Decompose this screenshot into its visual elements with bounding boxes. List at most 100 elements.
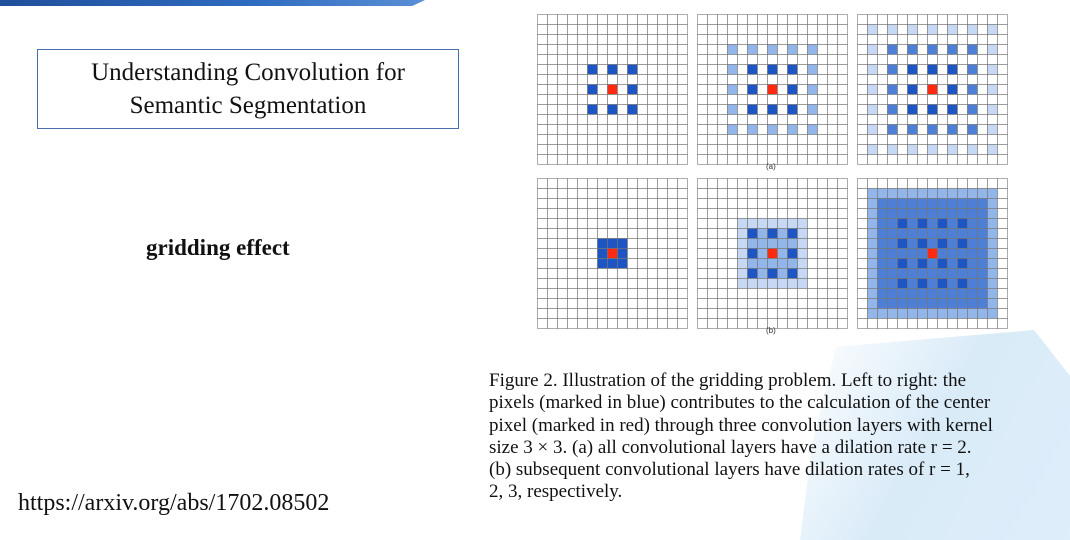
contributing-pixel: [877, 258, 888, 269]
grid-cell: [627, 298, 638, 309]
grid-cell: [997, 64, 1008, 75]
contributing-pixel: [967, 248, 978, 259]
grid-cell: [917, 178, 928, 189]
contributing-pixel: [867, 288, 878, 299]
grid-cell: [967, 94, 978, 105]
grid-cell: [777, 188, 788, 199]
grid-cell: [647, 228, 658, 239]
grid-cell: [857, 14, 868, 25]
grid-cell: [727, 94, 738, 105]
grid-cell: [817, 154, 828, 165]
grid-cell: [837, 308, 848, 319]
contributing-pixel: [917, 228, 928, 239]
grid-cell: [867, 14, 878, 25]
contributing-pixel: [947, 288, 958, 299]
grid-cell: [547, 64, 558, 75]
grid-cell: [567, 318, 578, 329]
contributing-pixel: [787, 44, 798, 55]
grid-cell: [817, 198, 828, 209]
grid-cell: [797, 24, 808, 35]
grid-cell: [997, 268, 1008, 279]
grid-cell: [937, 94, 948, 105]
grid-cell: [667, 268, 678, 279]
grid-cell: [697, 248, 708, 259]
grid-cell: [557, 74, 568, 85]
contributing-pixel: [877, 228, 888, 239]
contributing-pixel: [987, 44, 998, 55]
contributing-pixel: [967, 188, 978, 199]
grid-cell: [547, 54, 558, 65]
grid-cell: [697, 104, 708, 115]
grid-cell: [837, 218, 848, 229]
contributing-pixel: [737, 258, 748, 269]
grid-cell: [757, 34, 768, 45]
grid-cell: [667, 218, 678, 229]
contributing-pixel: [967, 218, 978, 229]
grid-cell: [747, 308, 758, 319]
contributing-pixel: [967, 208, 978, 219]
grid-cell: [677, 228, 688, 239]
grid-cell: [967, 134, 978, 145]
grid-cell: [637, 288, 648, 299]
contributing-pixel: [867, 278, 878, 289]
grid-cell: [877, 114, 888, 125]
grid-cell: [607, 208, 618, 219]
grid-cell: [647, 268, 658, 279]
grid-cell: [807, 74, 818, 85]
grid-cell: [857, 144, 868, 155]
grid-cell: [767, 34, 778, 45]
grid-cell: [997, 74, 1008, 85]
grid-cell: [877, 34, 888, 45]
grid-cell: [817, 188, 828, 199]
grid-cell: [717, 74, 728, 85]
grid-cell: [567, 228, 578, 239]
grid-cell: [557, 198, 568, 209]
grid-cell: [607, 74, 618, 85]
grid-cell: [997, 144, 1008, 155]
grid-cell: [587, 268, 598, 279]
grid-cell: [877, 64, 888, 75]
grid-cell: [937, 134, 948, 145]
contributing-pixel: [957, 218, 968, 229]
grid-cell: [837, 298, 848, 309]
grid-cell: [977, 154, 988, 165]
contributing-pixel: [987, 288, 998, 299]
contributing-pixel: [987, 64, 998, 75]
grid-cell: [597, 318, 608, 329]
grid-cell: [667, 238, 678, 249]
contributing-pixel: [937, 228, 948, 239]
contributing-pixel: [937, 198, 948, 209]
grid-cell: [707, 178, 718, 189]
grid-cell: [677, 258, 688, 269]
panel-b-layer1: [537, 178, 688, 334]
grid-cell: [877, 94, 888, 105]
grid-cell: [727, 208, 738, 219]
grid-cell: [647, 44, 658, 55]
grid-cell: [737, 94, 748, 105]
grid-cell: [757, 114, 768, 125]
grid-cell: [637, 64, 648, 75]
contributing-pixel: [957, 258, 968, 269]
contributing-pixel: [927, 188, 938, 199]
grid-cell: [907, 14, 918, 25]
contributing-pixel: [807, 44, 818, 55]
subfigure-label-b: (b): [766, 326, 776, 335]
grid-cell: [677, 278, 688, 289]
contributing-pixel: [737, 228, 748, 239]
contributing-pixel: [977, 248, 988, 259]
contributing-pixel: [887, 198, 898, 209]
grid-cell: [797, 288, 808, 299]
grid-cell: [837, 288, 848, 299]
grid-cell: [537, 218, 548, 229]
grid-cell: [897, 64, 908, 75]
grid-cell: [777, 64, 788, 75]
grid-cell: [717, 318, 728, 329]
grid-cell: [537, 188, 548, 199]
grid-cell: [917, 34, 928, 45]
grid-cell: [657, 268, 668, 279]
grid-cell: [627, 278, 638, 289]
grid-cell: [767, 188, 778, 199]
grid-cell: [747, 14, 758, 25]
grid-cell: [957, 54, 968, 65]
grid-cell: [557, 14, 568, 25]
